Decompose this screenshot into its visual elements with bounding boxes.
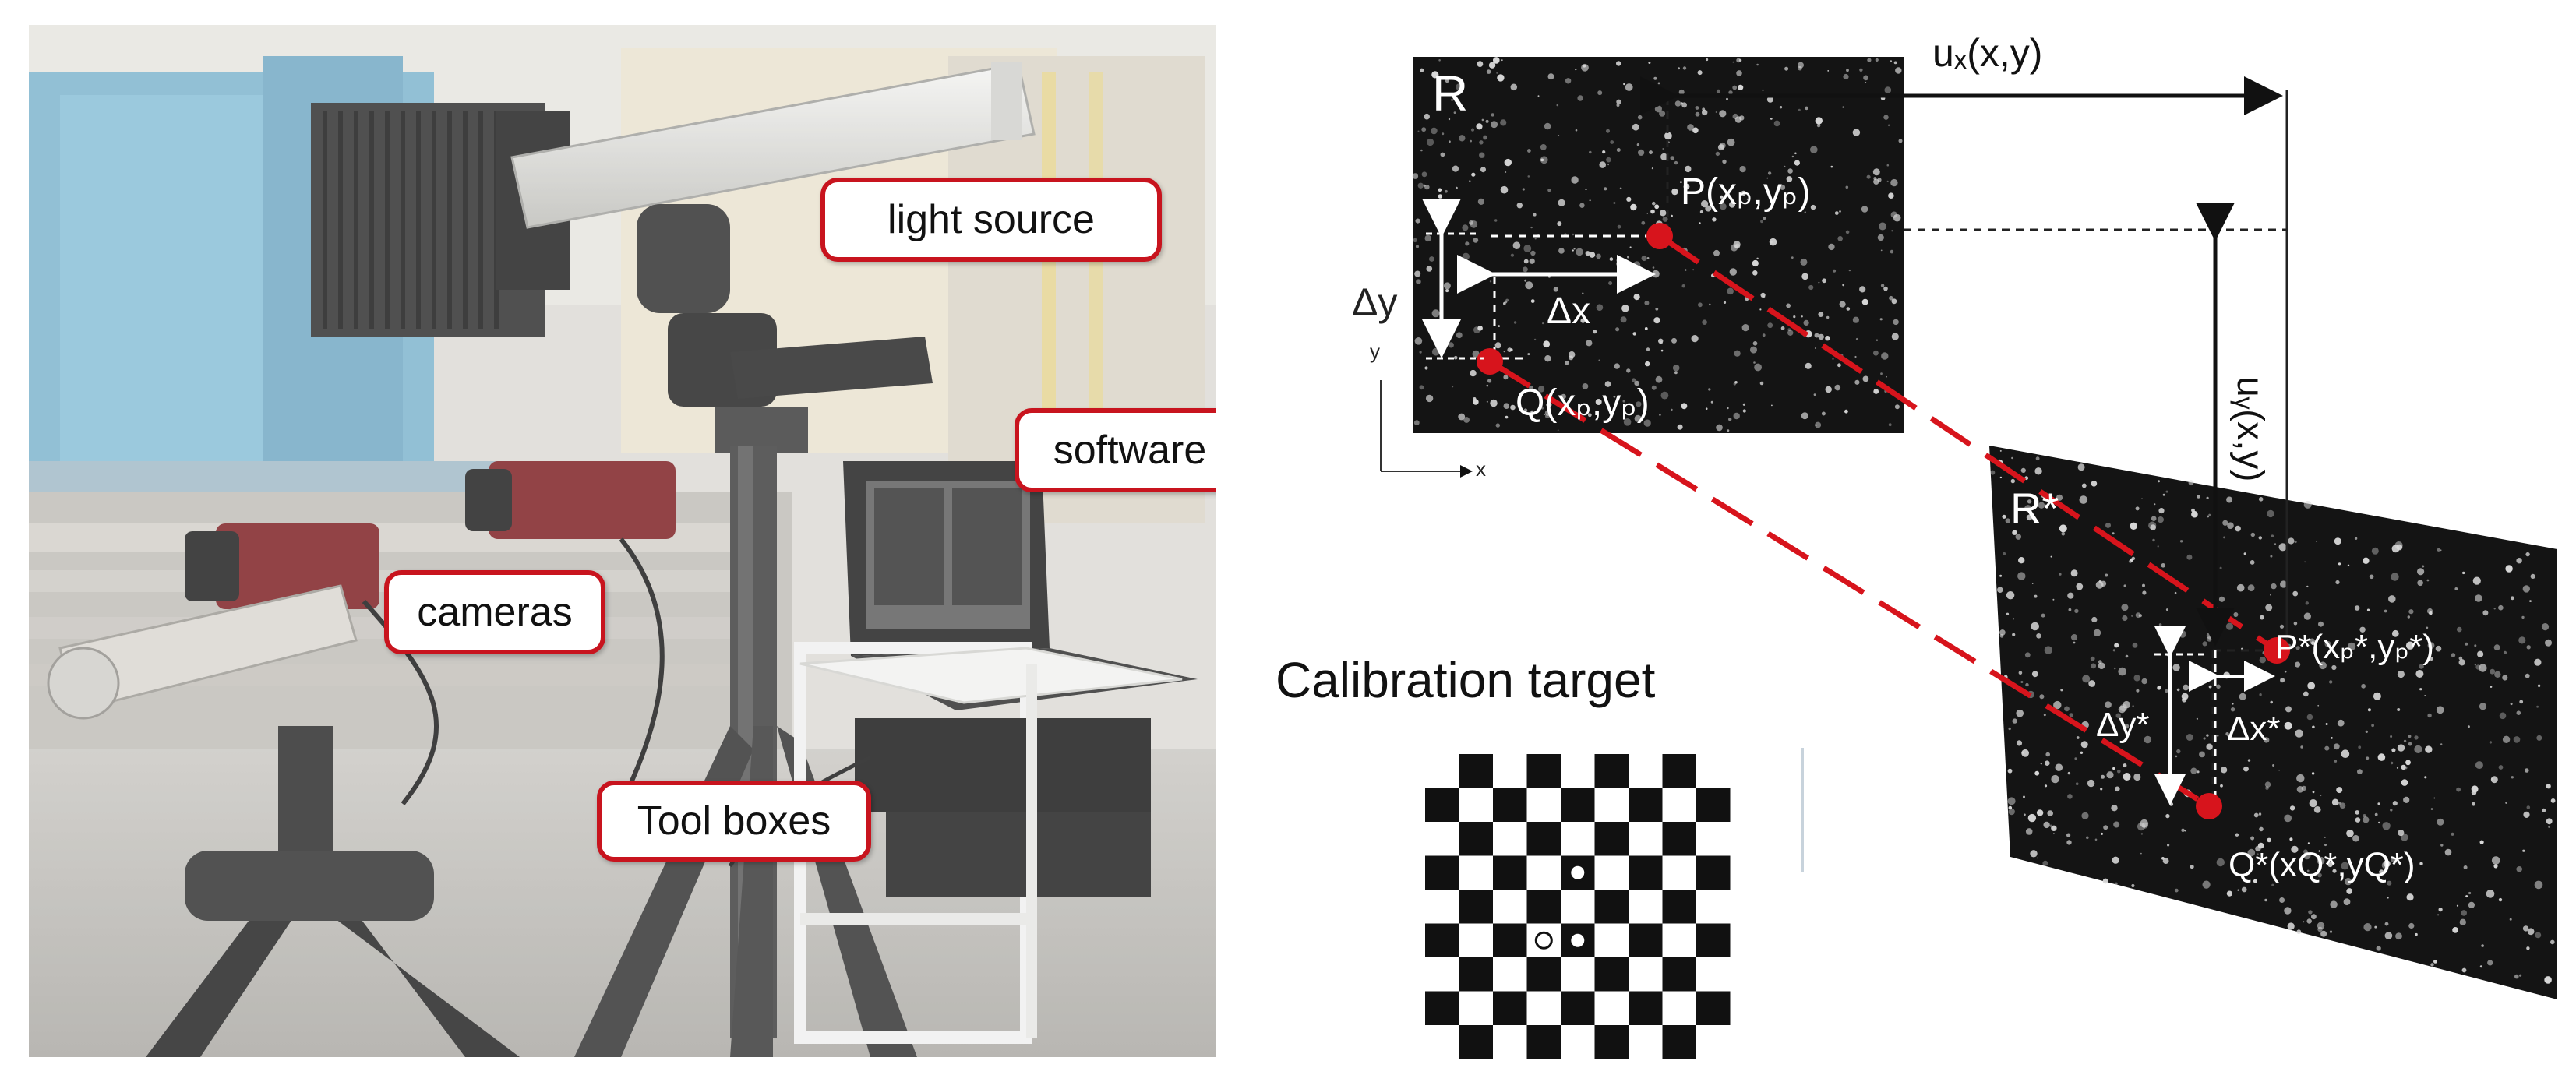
tool-boxes-callout: Tool boxes [597,781,871,862]
calibration-checkerboard [1425,754,1731,1059]
point-p-star-marker [2264,637,2290,664]
point-p-marker [1646,223,1673,249]
calibration-target-title: Calibration target [1276,652,1656,708]
axis-x-label: x [1476,457,1486,481]
point-q-star-marker [2196,793,2222,819]
point-q-star-label: Q*(xQ*,yQ*) [2228,846,2415,884]
delta-x-star-label: Δx* [2227,710,2281,748]
light-source-callout: light source [820,178,1162,262]
delta-y-star-label: Δy* [2096,706,2150,744]
displacement-lines [1488,234,2278,809]
dic-principle-diagram: y x R R* P(xₚ,yₚ) Q(xₚ,yₚ) Δx Δy uₓ(x,y)… [1247,0,2576,1082]
ux-label: uₓ(x,y) [1932,31,2042,75]
deformed-image-label: R* [2010,484,2059,533]
software-callout: software [1015,408,1216,492]
setup-photo-illustration [29,25,1216,1057]
point-p-star-label: P*(xₚ*,yₚ*) [2275,628,2434,666]
dic-setup-photo: light source software cameras Tool boxes [29,25,1216,1057]
dic-diagram-svg: y x R R* P(xₚ,yₚ) Q(xₚ,yₚ) Δx Δy uₓ(x,y)… [1276,31,2557,1059]
axis-y-label: y [1370,340,1380,363]
point-p-label: P(xₚ,yₚ) [1681,171,1810,213]
guide-lines [1666,90,2288,810]
delta-y-label: Δy [1352,280,1397,324]
cameras-callout: cameras [384,570,605,654]
point-q-label: Q(xₚ,yₚ) [1516,382,1650,424]
point-q-marker [1477,348,1503,375]
reference-image-label: R [1432,65,1468,122]
uy-label: uᵧ(x,y) [2229,376,2271,481]
delta-x-label: Δx [1547,291,1590,332]
